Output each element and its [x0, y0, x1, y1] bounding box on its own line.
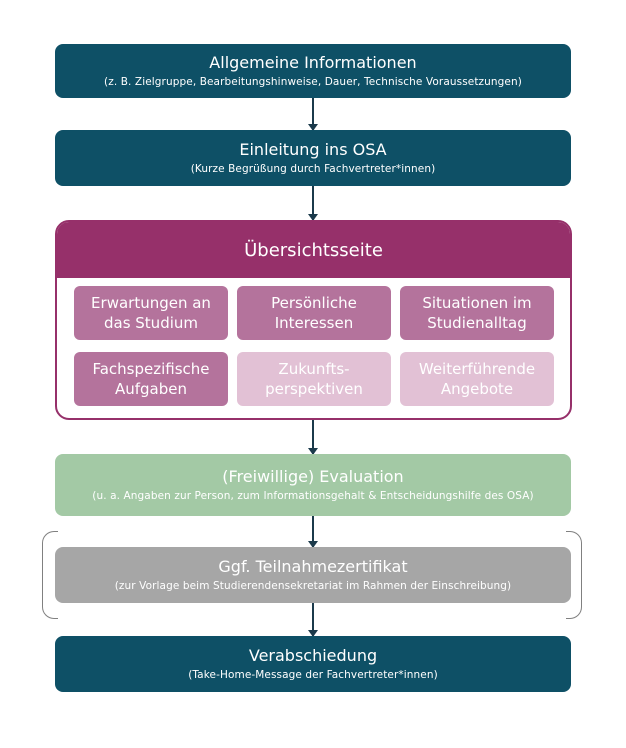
verabschiedung-box: Verabschiedung (Take-Home-Message der Fa… — [55, 636, 571, 692]
evaluation-title: (Freiwillige) Evaluation — [222, 467, 404, 486]
flow-arrow — [308, 516, 318, 548]
tile-zukunftsperspektiven: Zukunfts-perspektiven — [237, 352, 391, 406]
einleitung-box: Einleitung ins OSA (Kurze Begrüßung durc… — [55, 130, 571, 186]
optional-bracket-right — [566, 531, 582, 619]
allgemeine-informationen-title: Allgemeine Informationen — [209, 53, 417, 72]
flow-arrow — [308, 603, 318, 637]
evaluation-box: (Freiwillige) Evaluation (u. a. Angaben … — [55, 454, 571, 516]
tile-persoenliche-interessen: Persönliche Interessen — [237, 286, 391, 340]
flow-arrow — [308, 186, 318, 221]
flow-arrow — [308, 98, 318, 131]
allgemeine-informationen-box: Allgemeine Informationen (z. B. Zielgrup… — [55, 44, 571, 98]
tile-fachspezifische-aufgaben: Fachspezifische Aufgaben — [74, 352, 228, 406]
flow-arrow — [308, 420, 318, 455]
uebersichtsseite-panel: Übersichtsseite Erwartungen an das Studi… — [55, 220, 572, 420]
tile-weiterfuehrende-angebote: Weiterführende Angebote — [400, 352, 554, 406]
allgemeine-informationen-subtitle: (z. B. Zielgruppe, Bearbeitungshinweise,… — [104, 76, 522, 88]
einleitung-subtitle: (Kurze Begrüßung durch Fachvertreter*inn… — [190, 163, 436, 175]
uebersichtsseite-title: Übersichtsseite — [57, 222, 570, 278]
verabschiedung-subtitle: (Take-Home-Message der Fachvertreter*inn… — [188, 669, 438, 681]
einleitung-title: Einleitung ins OSA — [239, 140, 387, 159]
teilnahmezertifikat-box: Ggf. Teilnahmezertifikat (zur Vorlage be… — [55, 547, 571, 603]
optional-bracket-left — [42, 531, 58, 619]
verabschiedung-title: Verabschiedung — [248, 646, 378, 665]
teilnahmezertifikat-title: Ggf. Teilnahmezertifikat — [218, 557, 408, 576]
evaluation-subtitle: (u. a. Angaben zur Person, zum Informati… — [92, 490, 534, 502]
teilnahmezertifikat-subtitle: (zur Vorlage beim Studierendensekretaria… — [114, 580, 512, 592]
tile-situationen: Situationen im Studienalltag — [400, 286, 554, 340]
tile-erwartungen: Erwartungen an das Studium — [74, 286, 228, 340]
